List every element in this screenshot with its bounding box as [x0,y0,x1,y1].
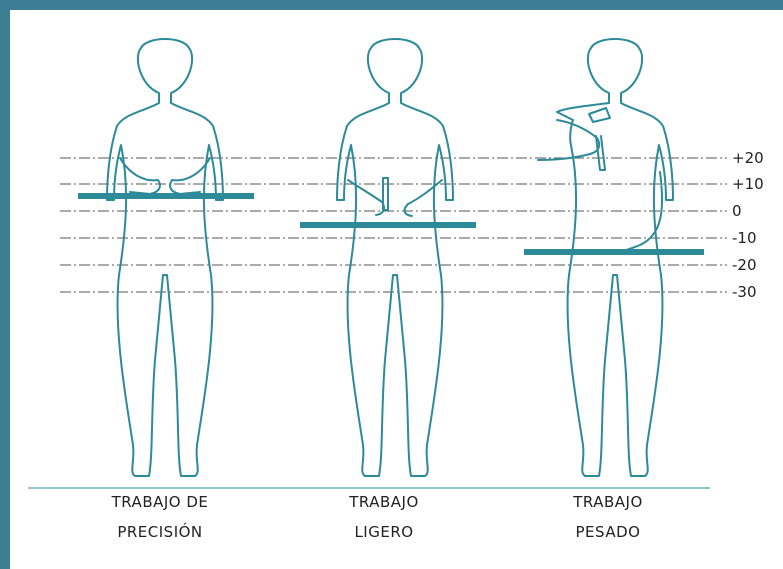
figure-outline-light [337,39,453,476]
screwdriver-icon [383,178,388,210]
human-figures [107,39,673,476]
caption-light-line1: TRABAJO [284,487,484,517]
caption-light-line2: LIGERO [284,517,484,547]
caption-precision-line2: PRECISIÓN [60,517,260,547]
work-surfaces [78,193,704,255]
ergonomic-work-height-diagram: +20 +10 0 -10 -20 -30 [10,10,783,569]
bench-heavy [524,249,704,255]
bench-light [300,222,476,228]
scale-label: -10 [732,229,757,247]
caption-heavy-line2: PESADO [508,517,708,547]
caption-heavy-line1: TRABAJO [508,487,708,517]
bench-precision [78,193,254,199]
caption-precision-work: TRABAJO DE PRECISIÓN [60,487,260,547]
scale-label: 0 [732,202,742,220]
diagram-frame: +20 +10 0 -10 -20 -30 TRABAJO DE PRECISIÓN TR… [10,10,783,569]
figure-outline-precision [107,39,223,476]
caption-light-work: TRABAJO LIGERO [284,487,484,547]
arm-raised-heavy [538,120,599,160]
scale-label: +20 [732,149,764,167]
hammer-handle [596,136,605,170]
scale-label: -30 [732,283,757,301]
caption-precision-line1: TRABAJO DE [60,487,260,517]
hammer-icon [589,108,610,122]
scale-label: +10 [732,175,764,193]
figure-outline-heavy [557,39,673,476]
arm-left-light [348,180,384,215]
caption-heavy-work: TRABAJO PESADO [508,487,708,547]
height-scale: +20 +10 0 -10 -20 -30 [732,149,764,301]
scale-label: -20 [732,256,757,274]
